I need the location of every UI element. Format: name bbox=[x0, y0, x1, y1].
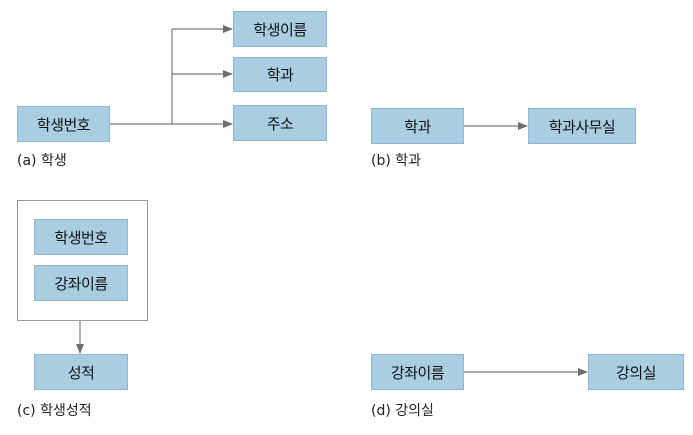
caption-d: (d) 강의실 bbox=[371, 403, 434, 419]
node-a-student-id: 학생번호 bbox=[17, 106, 110, 142]
node-b-department: 학과 bbox=[371, 108, 464, 144]
node-a-student-name: 학생이름 bbox=[233, 11, 327, 47]
node-a-department: 학과 bbox=[233, 57, 327, 92]
node-b-dept-office: 학과사무실 bbox=[528, 108, 636, 144]
node-c-course-name: 강좌이름 bbox=[34, 265, 128, 301]
node-a-address: 주소 bbox=[233, 105, 327, 141]
caption-c: (c) 학생성적 bbox=[17, 403, 92, 419]
caption-b: (b) 학과 bbox=[371, 153, 422, 169]
node-d-classroom: 강의실 bbox=[588, 354, 684, 390]
node-c-student-id: 학생번호 bbox=[34, 219, 128, 255]
node-d-course-name: 강좌이름 bbox=[371, 354, 464, 390]
node-c-grade: 성적 bbox=[34, 354, 128, 390]
caption-a: (a) 학생 bbox=[17, 153, 67, 169]
